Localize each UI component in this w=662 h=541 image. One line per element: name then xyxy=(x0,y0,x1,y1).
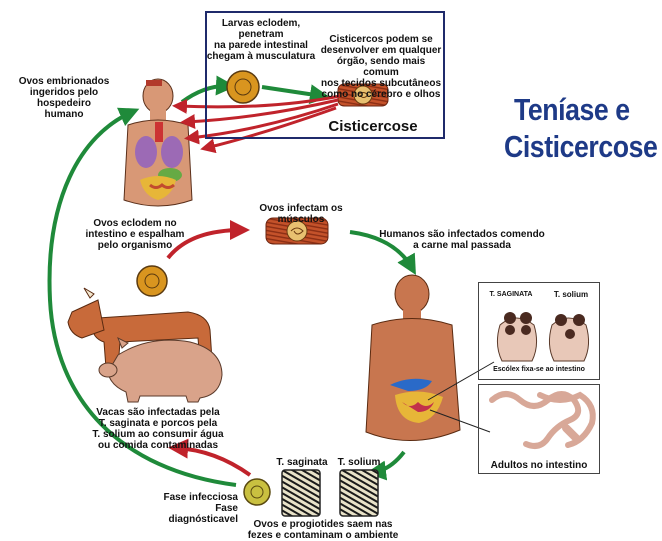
adults-caption: Adultos no intestino xyxy=(480,460,598,471)
scolex-saginata-label: T. SAGINATA xyxy=(484,291,538,299)
infective-egg xyxy=(244,479,270,505)
proglottid-solium-label: T. solium xyxy=(334,457,384,468)
proglottid-saginata-label: T. saginata xyxy=(274,457,330,468)
cysticerci-text: Cisticercos podem se desenvolver em qual… xyxy=(318,34,444,100)
eggs-hatch-label: Ovos eclodem no intestino e espalham pel… xyxy=(76,218,194,251)
proglottid-saginata-img xyxy=(282,470,320,516)
eggs-feces-label: Ovos e progiotides saem nas fezes e cont… xyxy=(238,519,408,541)
animals-infected-label: Vacas são infectadas pela T. saginata e … xyxy=(92,407,224,451)
humans-infected-label: Humanos são infectados comendo a carne m… xyxy=(376,229,548,251)
eggs-muscles-label: Ovos infectam os músculos xyxy=(236,203,366,225)
scolex-solium-label: T. solium xyxy=(546,291,596,299)
human-upper-figure xyxy=(124,79,192,206)
title-line-2: Cisticercose xyxy=(504,130,657,164)
larvae-text: Larvas eclodem, penetram na parede intes… xyxy=(206,18,316,62)
title-line-1: Teníase e xyxy=(514,93,630,127)
hatching-egg xyxy=(137,266,167,296)
infective-stage-label: Fase infecciosa Fase diagnósticavel xyxy=(146,492,238,525)
scolex-caption: Escólex fixa-se ao intestino xyxy=(480,366,598,374)
cysticercosis-label: Cisticercose xyxy=(318,119,428,135)
eggs-ingested-label: Ovos embrionados ingeridos pelo hospedei… xyxy=(14,76,114,120)
proglottid-solium-img xyxy=(340,470,378,516)
